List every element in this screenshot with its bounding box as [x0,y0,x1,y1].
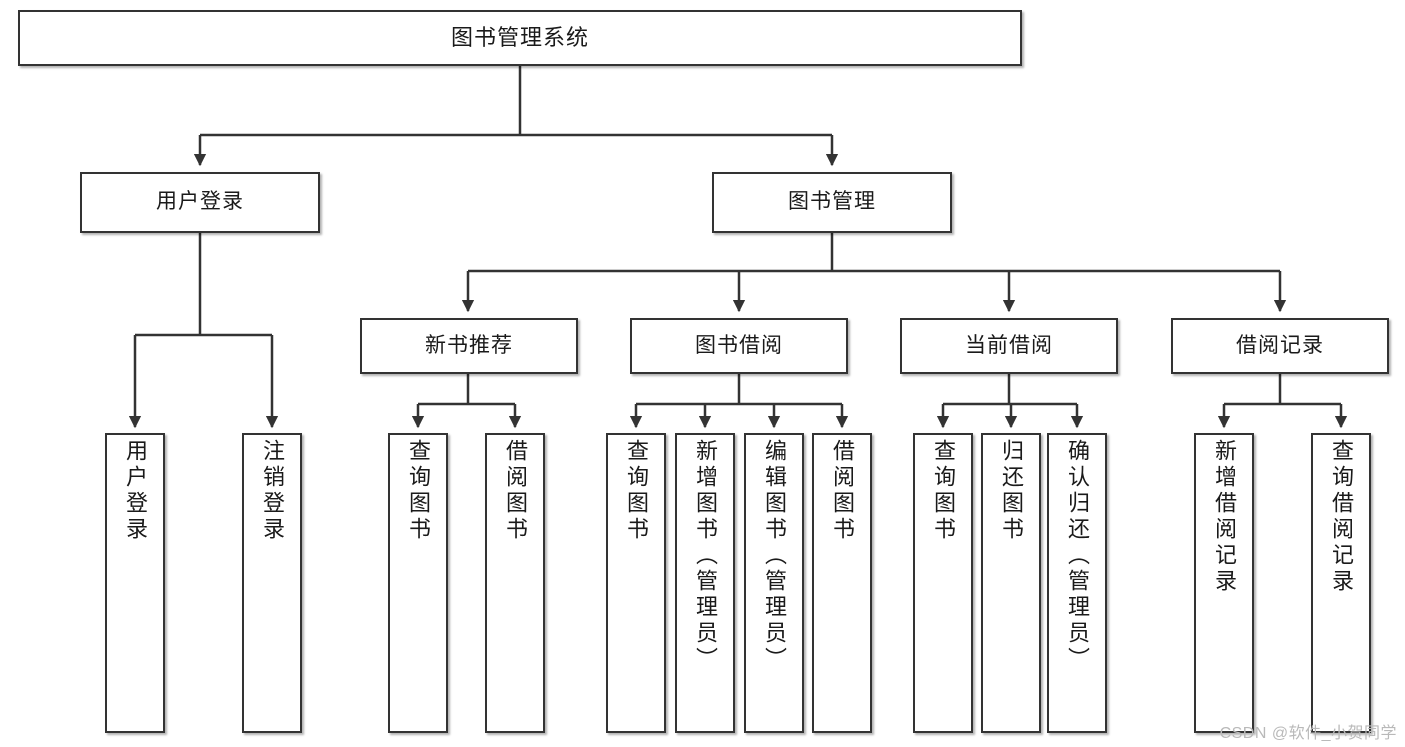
node-label: 查询图书 [624,439,649,543]
leaf-current-query-book[interactable]: 查询图书 [913,433,973,733]
node-label: 查询借阅记录 [1329,439,1354,595]
node-label: 新增借阅记录 [1212,439,1237,595]
node-label: 图书借阅 [695,333,783,357]
leaf-current-return-book[interactable]: 归还图书 [981,433,1041,733]
node-root-system[interactable]: 图书管理系统 [18,10,1022,66]
node-label: 新增图书（管理员） [693,439,718,673]
leaf-borrow-edit-book-admin[interactable]: 编辑图书（管理员） [744,433,804,733]
leaf-borrow-query-book[interactable]: 查询图书 [606,433,666,733]
node-label: 借阅记录 [1236,333,1324,357]
node-label: 图书管理系统 [450,25,589,51]
node-label: 新书推荐 [425,333,513,357]
node-user-login[interactable]: 用户登录 [80,172,320,233]
leaf-record-query-record[interactable]: 查询借阅记录 [1311,433,1371,733]
leaf-recommend-borrow-book[interactable]: 借阅图书 [485,433,545,733]
node-label: 当前借阅 [965,333,1053,357]
node-label: 查询图书 [931,439,956,543]
leaf-record-add-record[interactable]: 新增借阅记录 [1194,433,1254,733]
node-current-borrow[interactable]: 当前借阅 [900,318,1118,374]
node-label: 用户登录 [123,439,148,543]
leaf-borrow-add-book-admin[interactable]: 新增图书（管理员） [675,433,735,733]
node-borrow-record[interactable]: 借阅记录 [1171,318,1389,374]
node-label: 借阅图书 [503,439,528,543]
leaf-borrow-borrow-book[interactable]: 借阅图书 [812,433,872,733]
node-book-management[interactable]: 图书管理 [712,172,952,233]
node-book-borrow[interactable]: 图书借阅 [630,318,848,374]
node-label: 查询图书 [406,439,431,543]
node-label: 借阅图书 [830,439,855,543]
leaf-current-confirm-return-admin[interactable]: 确认归还（管理员） [1047,433,1107,733]
node-label: 图书管理 [788,190,876,214]
leaf-recommend-query-book[interactable]: 查询图书 [388,433,448,733]
leaf-user-login-login[interactable]: 用户登录 [105,433,165,733]
node-label: 确认归还（管理员） [1065,439,1090,673]
leaf-user-login-logout[interactable]: 注销登录 [242,433,302,733]
watermark-text: CSDN @软件_小贺同学 [1219,725,1397,742]
node-label: 注销登录 [260,439,285,543]
node-label: 归还图书 [999,439,1024,543]
node-new-book-recommend[interactable]: 新书推荐 [360,318,578,374]
node-label: 编辑图书（管理员） [762,439,787,673]
node-label: 用户登录 [156,190,244,214]
